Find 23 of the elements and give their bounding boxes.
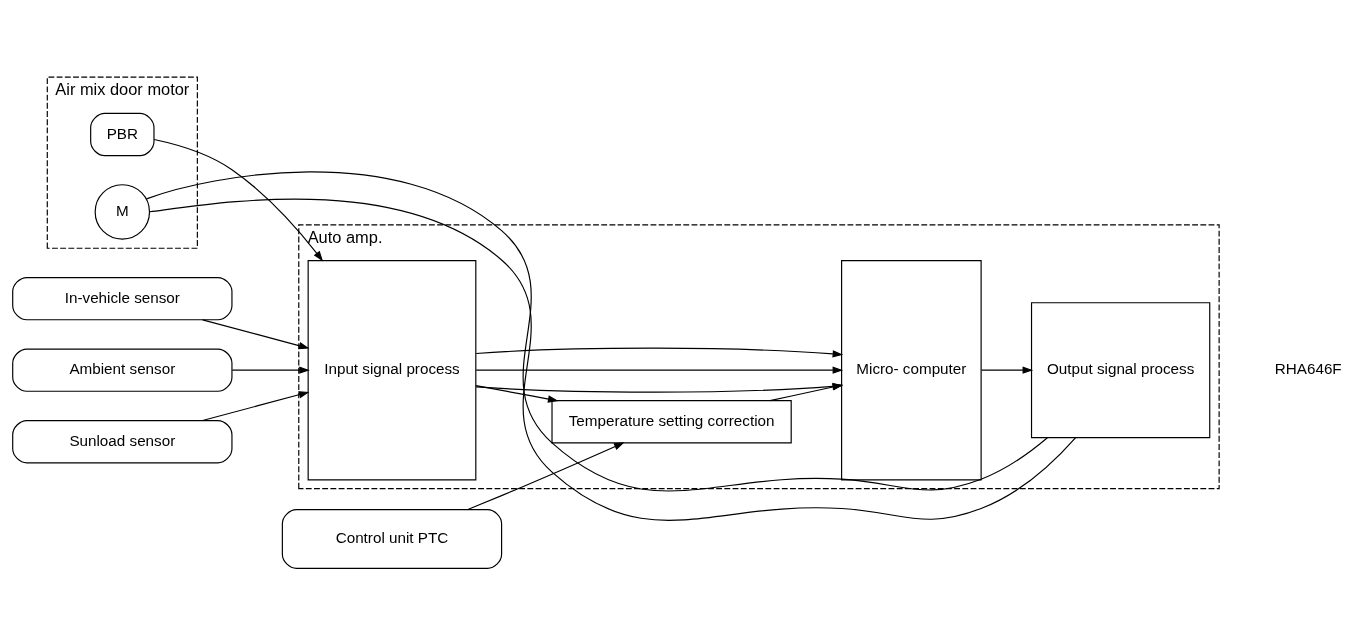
arrow	[202, 391, 310, 422]
node-box: PBR	[90, 112, 155, 157]
node-box: Temperature setting correction	[551, 400, 792, 444]
node-box: Output signal process	[1030, 302, 1211, 439]
arrow	[475, 347, 844, 358]
node-box: Ambient sensor	[12, 348, 233, 392]
arrow	[231, 366, 310, 374]
arrow	[475, 366, 844, 374]
label: RHA646F	[1274, 360, 1342, 378]
arrow	[980, 366, 1034, 374]
node-box: Input signal process	[307, 259, 477, 481]
arrow	[475, 382, 844, 393]
node-box: Micro- computer	[841, 259, 982, 481]
arrow	[202, 319, 310, 350]
node-box: Control unit PTC	[281, 509, 503, 569]
connector	[145, 171, 1048, 492]
node-circle: M	[94, 184, 151, 240]
node-box: In-vehicle sensor	[12, 276, 233, 321]
arrow	[475, 385, 559, 403]
connector	[149, 198, 1077, 521]
arrow	[153, 138, 324, 262]
node-box: Sunload sensor	[12, 420, 233, 464]
arrow	[769, 383, 844, 402]
